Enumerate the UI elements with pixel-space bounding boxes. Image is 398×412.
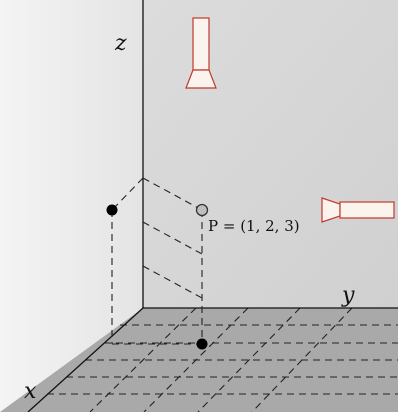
side-wall xyxy=(0,0,143,412)
projection-lines xyxy=(111,177,203,345)
back-wall xyxy=(143,0,398,308)
x-axis-label: x xyxy=(24,379,37,404)
projection-point-yz xyxy=(106,204,118,216)
projection-point-xy xyxy=(196,338,208,350)
point-p xyxy=(195,203,209,217)
flashlight-right-icon xyxy=(321,197,395,223)
point-p-label: P = (1, 2, 3) xyxy=(208,217,300,235)
floor-grid xyxy=(47,307,398,412)
flashlight-top-icon xyxy=(185,17,217,89)
y-axis-label: y xyxy=(341,283,355,308)
z-axis-label: z xyxy=(114,31,127,56)
x-axis xyxy=(27,307,144,412)
